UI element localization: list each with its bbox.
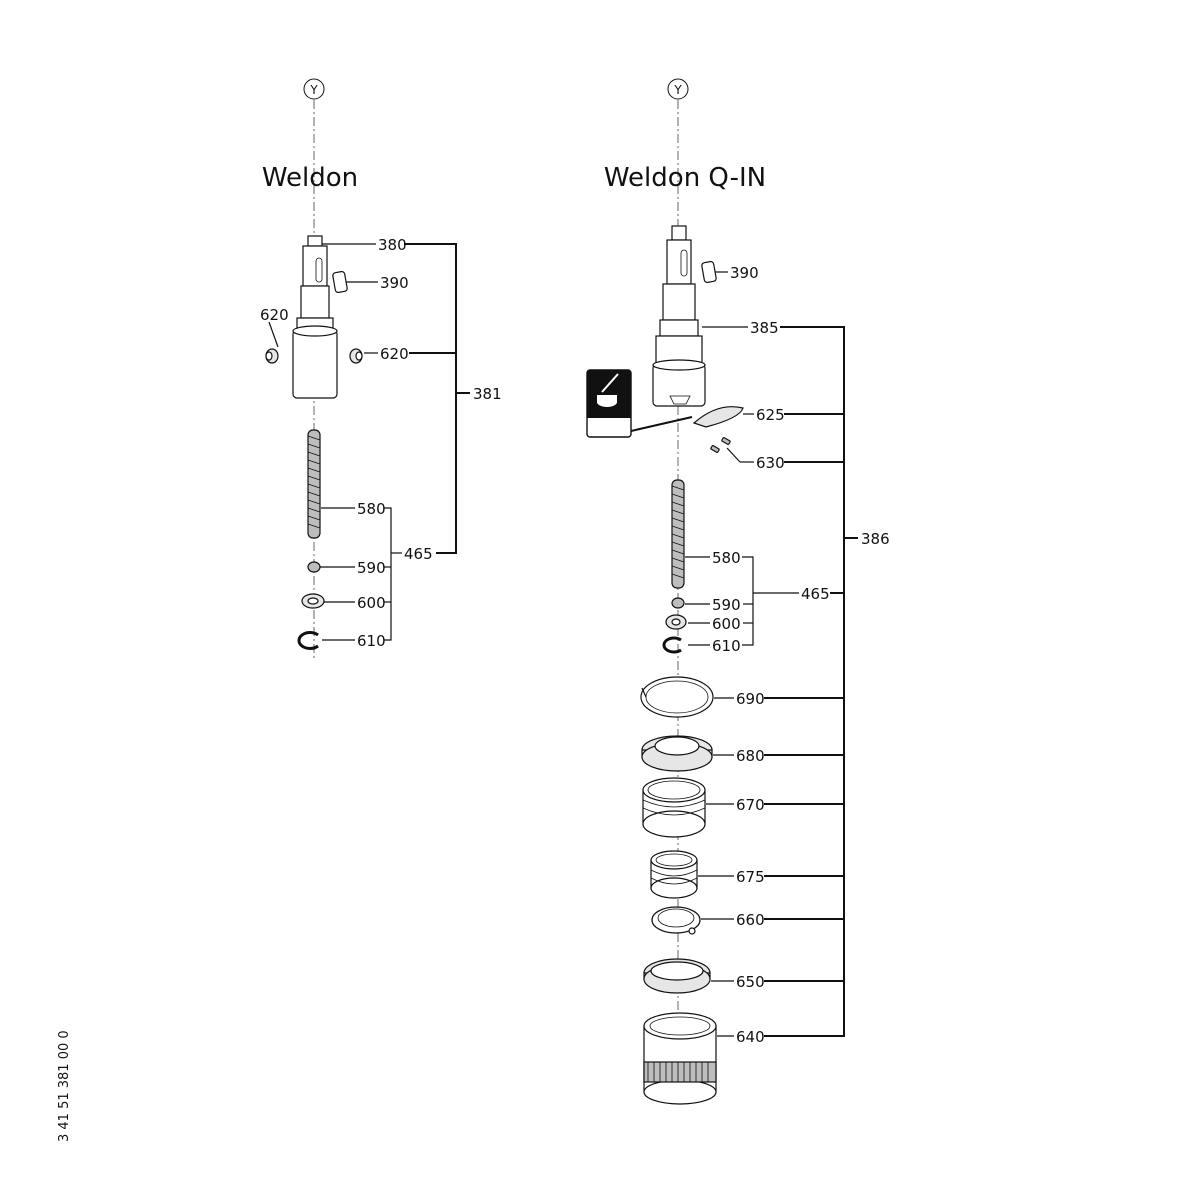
axis-marker-circle-right xyxy=(667,78,689,100)
label-580-left: 580 xyxy=(357,500,386,518)
sleeve-part-675 xyxy=(650,850,698,899)
label-465-left: 465 xyxy=(404,545,433,563)
label-610-right: 610 xyxy=(712,637,741,655)
label-390-left: 390 xyxy=(380,274,409,292)
title-weldon: Weldon xyxy=(262,163,358,193)
ring-part-690 xyxy=(640,676,714,718)
sleeve-part-670 xyxy=(642,777,706,838)
shank-part-385 xyxy=(652,225,706,407)
set-screw-620-right xyxy=(349,348,363,364)
shank-part-380 xyxy=(292,235,338,399)
label-380: 380 xyxy=(378,236,407,254)
seal-part-650 xyxy=(643,958,711,994)
label-650: 650 xyxy=(736,973,765,991)
ball-part-590-right xyxy=(671,597,685,609)
label-640: 640 xyxy=(736,1028,765,1046)
label-620-upper: 620 xyxy=(260,306,289,324)
snap-ring-part-660 xyxy=(651,906,701,935)
document-number: 3 41 51 381 00 0 xyxy=(57,1030,72,1142)
label-590-left: 590 xyxy=(357,559,386,577)
circlip-part-610-left xyxy=(297,631,319,650)
label-385: 385 xyxy=(750,319,779,337)
seal-part-680 xyxy=(641,735,713,772)
key-part-390-right xyxy=(701,260,717,284)
label-690: 690 xyxy=(736,690,765,708)
label-610-left: 610 xyxy=(357,632,386,650)
label-600-right: 600 xyxy=(712,615,741,633)
axis-marker-circle-left xyxy=(303,78,325,100)
washer-part-600-left xyxy=(301,593,325,609)
label-625: 625 xyxy=(756,406,785,424)
spring-part-580-left xyxy=(307,429,321,539)
label-630: 630 xyxy=(756,454,785,472)
lubrication-detail-inset xyxy=(586,369,693,438)
label-620-lower: 620 xyxy=(380,345,409,363)
label-580-right: 580 xyxy=(712,549,741,567)
spring-part-580-right xyxy=(671,479,685,589)
label-600-left: 600 xyxy=(357,594,386,612)
label-390-right: 390 xyxy=(730,264,759,282)
weldon-q-in-assembly: Y Weldon Q-IN xyxy=(586,78,890,1105)
key-part-390 xyxy=(332,270,348,294)
set-screw-620-left xyxy=(265,348,279,364)
label-465-right: 465 xyxy=(801,585,830,603)
title-weldon-q-in: Weldon Q-IN xyxy=(604,163,766,193)
circlip-part-610-right xyxy=(662,636,682,654)
label-675: 675 xyxy=(736,868,765,886)
washer-part-600-right xyxy=(665,614,687,630)
weldon-assembly: Y Weldon xyxy=(260,78,502,660)
label-660: 660 xyxy=(736,911,765,929)
label-386: 386 xyxy=(861,530,890,548)
axis-marker-left: Y xyxy=(309,83,318,97)
clamp-part-625 xyxy=(692,406,744,428)
pin-parts-630 xyxy=(710,437,731,453)
label-680: 680 xyxy=(736,747,765,765)
label-590-right: 590 xyxy=(712,596,741,614)
label-381: 381 xyxy=(473,385,502,403)
label-670: 670 xyxy=(736,796,765,814)
axis-marker-right: Y xyxy=(673,83,682,97)
nut-part-640 xyxy=(643,1012,717,1105)
ball-part-590-left xyxy=(307,561,321,573)
